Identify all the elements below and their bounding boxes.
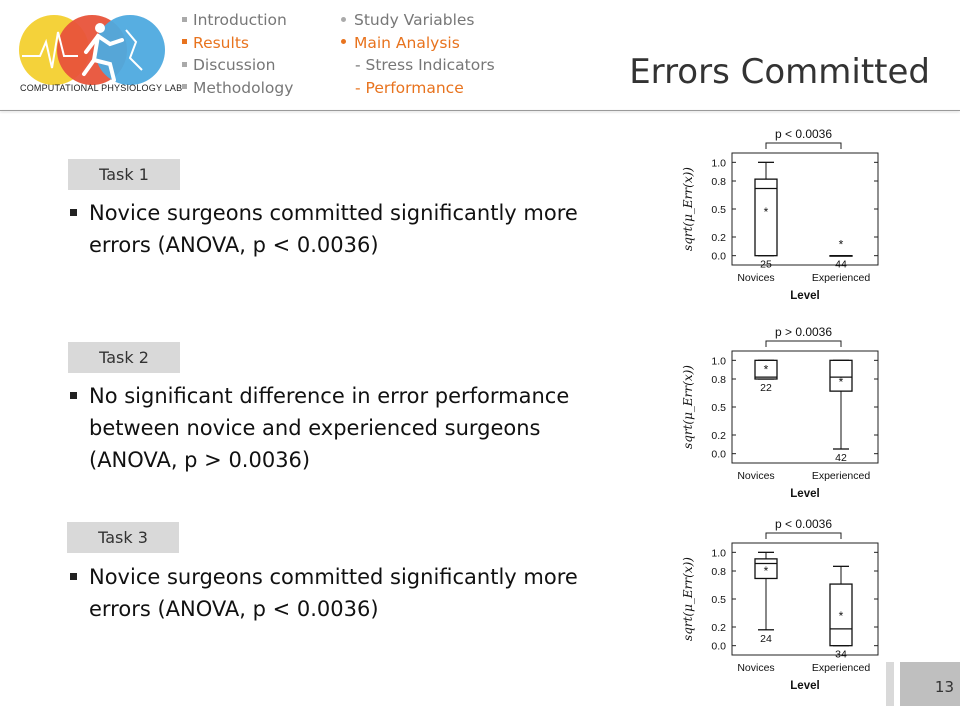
task-3-label: Task 3: [67, 522, 179, 553]
mean-marker: *: [764, 363, 769, 377]
y-tick-label: 0.0: [711, 251, 726, 263]
sample-size-label: 44: [835, 259, 847, 271]
y-axis-label: sqrt(μ_Err(x)): [681, 365, 695, 449]
slide-title: Errors Committed: [629, 52, 930, 92]
task-2-bullet: No significant difference in error perfo…: [70, 380, 630, 476]
task-3-text: Novice surgeons committed significantly …: [89, 565, 578, 621]
task-1-label: Task 1: [68, 159, 180, 190]
x-tick-label: Experienced: [812, 662, 871, 674]
plot-frame: [731, 542, 879, 656]
nav-bullet-icon: [182, 16, 187, 22]
sample-size-label: 24: [760, 633, 772, 645]
lab-logo: [19, 15, 165, 85]
subnav-item-2[interactable]: - Stress Indicators: [341, 54, 495, 77]
task-3-bullet: Novice surgeons committed significantly …: [70, 561, 630, 625]
task-2-label: Task 2: [68, 342, 180, 373]
page-number-accent: [886, 662, 894, 706]
y-tick-label: 0.2: [711, 622, 726, 634]
subnav-item-0[interactable]: Study Variables: [341, 9, 495, 32]
plot-frame: [731, 152, 879, 266]
x-tick-label: Experienced: [812, 272, 871, 284]
p-value-label: p < 0.0036: [775, 127, 832, 141]
task-1-boxplot: p < 0.0036 1.0 0.8 0.5 0.2 0.0 sqrt(μ_Err(x)) *…: [681, 127, 879, 302]
mean-marker: *: [839, 375, 844, 389]
significance-bracket: [765, 340, 842, 347]
x-tick-label: Novices: [737, 470, 774, 482]
y-tick-label: 0.5: [711, 402, 726, 414]
nav-bullet-icon: [341, 16, 346, 22]
y-axis-label: sqrt(μ_Err(x)): [681, 557, 695, 641]
iqr-box: [829, 359, 853, 392]
nav-item-3[interactable]: Methodology: [182, 77, 293, 100]
y-tick-label: 0.5: [711, 204, 726, 216]
y-tick-label: 1.0: [711, 157, 726, 169]
nav-item-label: Methodology: [193, 78, 294, 97]
x-tick-label: Novices: [737, 662, 774, 674]
nav-bullet-icon: [182, 61, 187, 67]
nav-item-label: Discussion: [193, 56, 276, 74]
y-tick-label: 0.8: [711, 176, 726, 188]
sample-size-label: 34: [835, 649, 847, 661]
significance-bracket: [765, 532, 842, 539]
x-tick-label: Experienced: [812, 470, 871, 482]
y-tick-label: 0.8: [711, 374, 726, 386]
iqr-box: [829, 583, 853, 647]
nav-item-label: - Stress Indicators: [355, 56, 495, 74]
p-value-label: p > 0.0036: [775, 325, 832, 339]
sample-size-label: 25: [760, 259, 772, 271]
mean-marker: *: [839, 609, 844, 623]
plot-frame: [731, 350, 879, 464]
x-tick-label: Novices: [737, 272, 774, 284]
bullet-marker: [70, 573, 77, 580]
significance-bracket: [765, 142, 842, 149]
nav-bullet-icon: [182, 84, 187, 89]
y-tick-label: 0.2: [711, 430, 726, 442]
mean-marker: *: [839, 237, 844, 251]
nav-item-label: Main Analysis: [354, 33, 460, 52]
logo-text: COMPUTATIONAL PHYSIOLOGY LAB: [20, 83, 183, 93]
task-2-boxplot: p > 0.0036 1.0 0.8 0.5 0.2 0.0 sqrt(μ_Err(x)) *…: [681, 325, 879, 500]
nav-item-0[interactable]: Introduction: [182, 9, 293, 32]
y-tick-label: 0.2: [711, 232, 726, 244]
mean-marker: *: [764, 564, 769, 578]
nav-item-label: Results: [193, 33, 249, 52]
subnav-item-3[interactable]: - Performance: [341, 77, 495, 100]
y-tick-label: 1.0: [711, 355, 726, 367]
p-value-label: p < 0.0036: [775, 517, 832, 531]
y-tick-label: 0.0: [711, 641, 726, 653]
sample-size-label: 42: [835, 452, 847, 464]
bullet-marker: [70, 392, 77, 399]
y-tick-label: 0.0: [711, 449, 726, 461]
task-3-boxplot: p < 0.0036 1.0 0.8 0.5 0.2 0.0 sqrt(μ_Err(x)) *…: [681, 517, 879, 692]
x-axis-label: Level: [790, 290, 819, 302]
sample-size-label: 22: [760, 382, 772, 394]
nav-item-label: - Performance: [355, 78, 464, 97]
header-divider: [0, 110, 960, 111]
page-number: 13: [900, 662, 960, 706]
iqr-box: [754, 178, 778, 257]
nav-bullet-icon: [341, 39, 346, 44]
x-axis-label: Level: [790, 488, 819, 500]
task-1-text: Novice surgeons committed significantly …: [89, 201, 578, 257]
y-axis-label: sqrt(μ_Err(x)): [681, 167, 695, 251]
task-1-bullet: Novice surgeons committed significantly …: [70, 197, 630, 261]
nav-item-label: Introduction: [193, 11, 287, 29]
iqr-box: [754, 359, 778, 380]
y-tick-label: 1.0: [711, 547, 726, 559]
subnav-item-1[interactable]: Main Analysis: [341, 32, 495, 55]
nav-bullet-icon: [182, 39, 187, 44]
y-tick-label: 0.8: [711, 566, 726, 578]
mean-marker: *: [764, 205, 769, 219]
bullet-marker: [70, 209, 77, 216]
task-2-text: No significant difference in error perfo…: [89, 384, 570, 472]
y-tick-label: 0.5: [711, 594, 726, 606]
nav-item-1[interactable]: Results: [182, 32, 293, 55]
nav-item-2[interactable]: Discussion: [182, 54, 293, 77]
x-axis-label: Level: [790, 680, 819, 692]
nav-item-label: Study Variables: [354, 11, 475, 29]
